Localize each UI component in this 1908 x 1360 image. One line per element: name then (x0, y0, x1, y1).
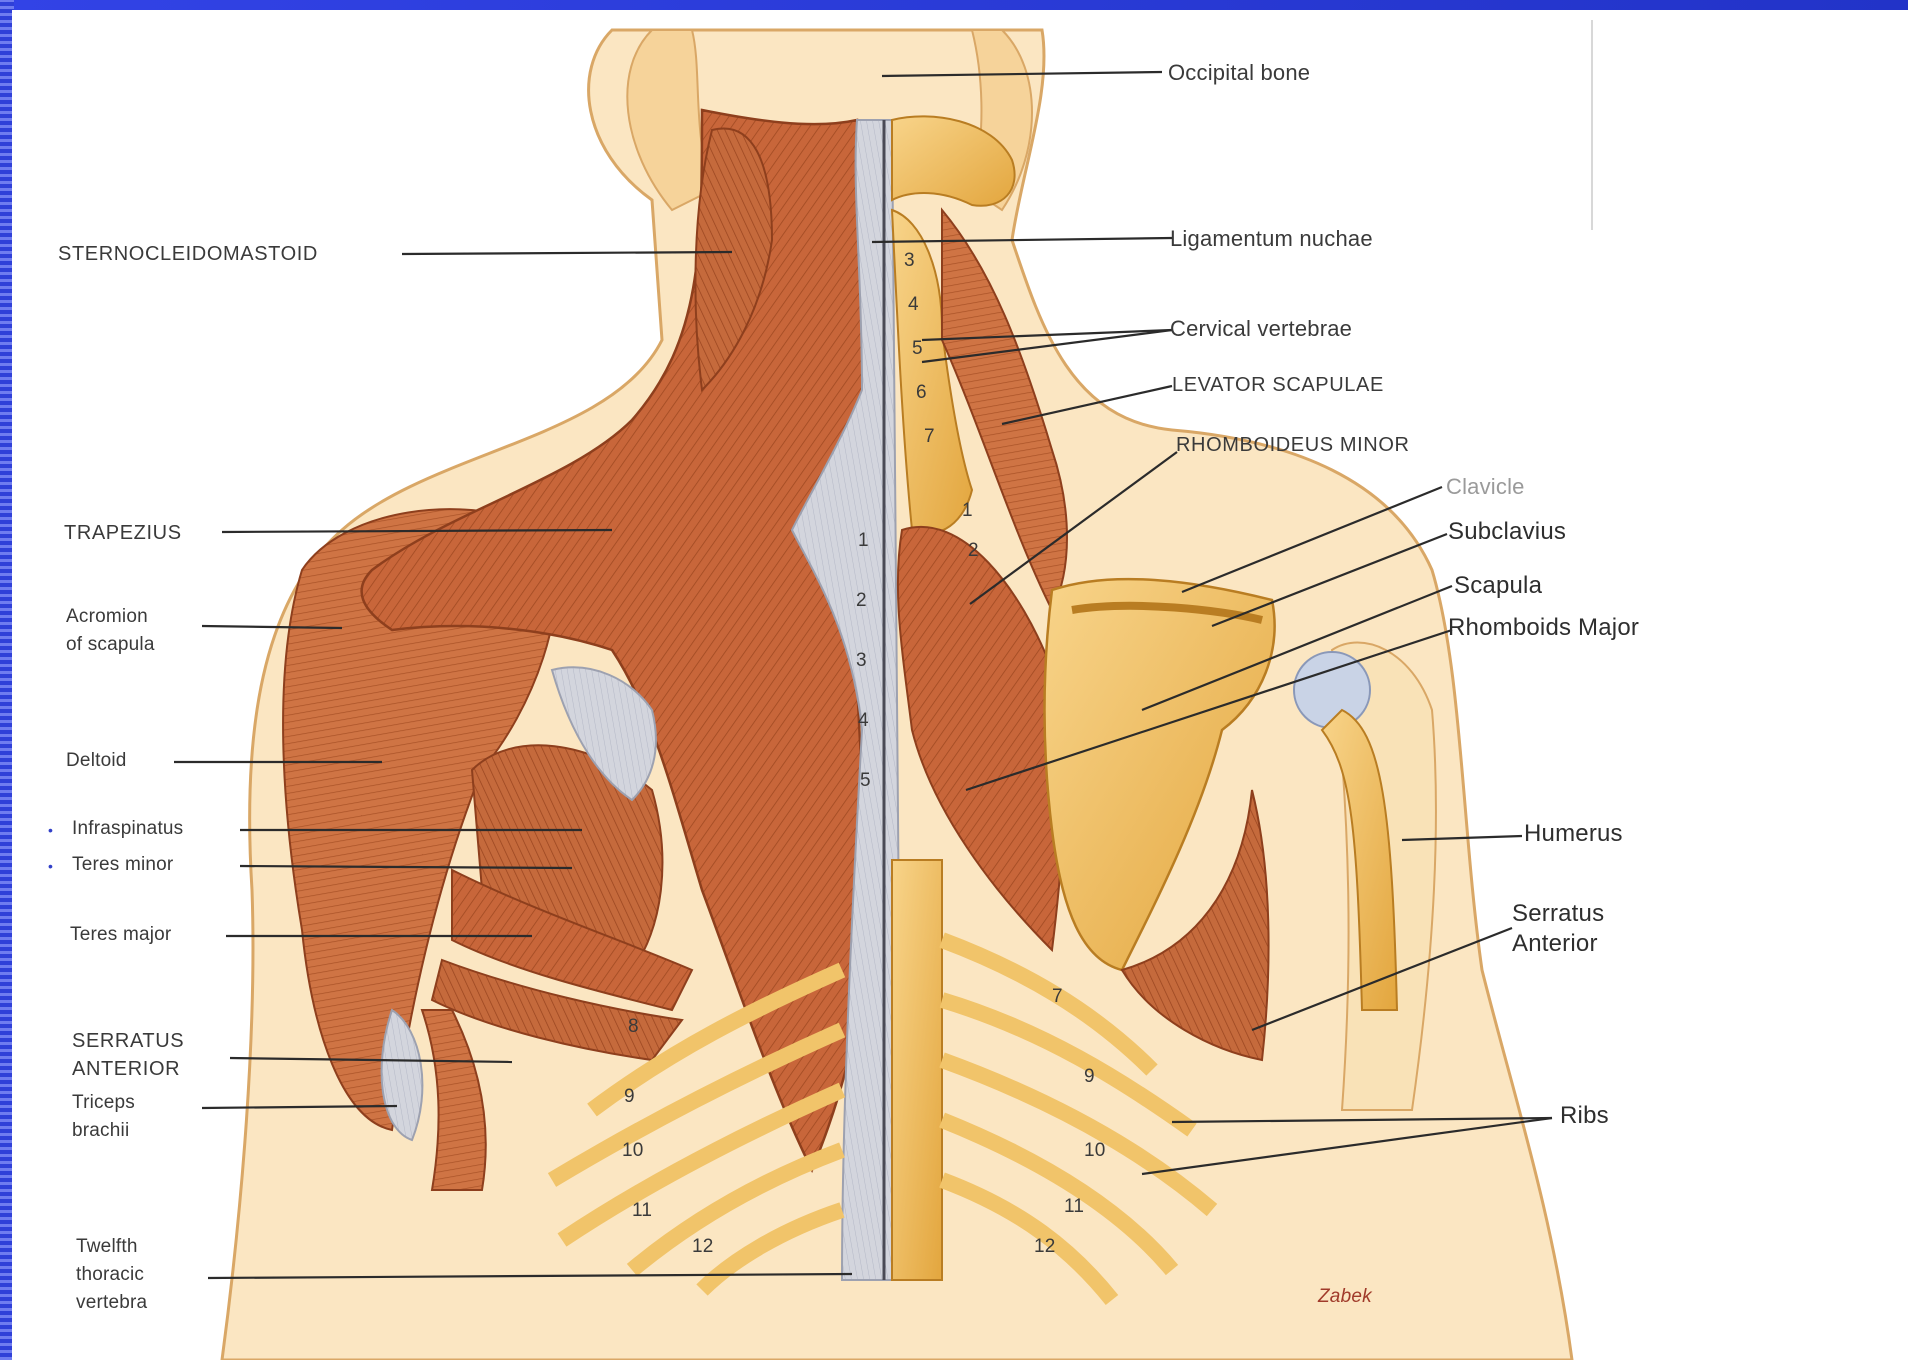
label-humerus: Humerus (1524, 820, 1623, 848)
marker-dot: • (48, 822, 53, 838)
label-acromion-2: of scapula (66, 634, 155, 656)
label-subclavius: Subclavius (1448, 518, 1566, 546)
label-ribs: Ribs (1560, 1102, 1609, 1130)
rib-number: 12 (692, 1236, 714, 1258)
thoracic-spine (892, 860, 942, 1280)
vertebra-number: 2 (968, 540, 979, 562)
vertebra-number: 1 (858, 530, 869, 552)
label-triceps-2: brachii (72, 1120, 129, 1142)
label-infraspinatus: Infraspinatus (72, 818, 183, 840)
label-serratus-anterior-left-1: SERRATUS (72, 1030, 184, 1053)
label-serratus-anterior-right-1: Serratus (1512, 900, 1604, 928)
rib-number: 10 (622, 1140, 644, 1162)
vertebra-number: 4 (908, 294, 919, 316)
artist-signature: Zabek (1318, 1286, 1372, 1308)
vertebra-number: 4 (858, 710, 869, 732)
label-trapezius: TRAPEZIUS (64, 522, 182, 545)
label-clavicle: Clavicle (1446, 474, 1525, 500)
vertebra-number: 7 (924, 426, 935, 448)
vertebra-number: 6 (916, 382, 927, 404)
label-sternocleidomastoid: STERNOCLEIDOMASTOID (58, 243, 318, 266)
rib-number: 9 (1084, 1066, 1095, 1088)
anatomy-illustration (12, 10, 1908, 1360)
rib-number: 9 (624, 1086, 635, 1108)
label-triceps-1: Triceps (72, 1092, 135, 1114)
rib-number: 12 (1034, 1236, 1056, 1258)
label-scapula: Scapula (1454, 572, 1542, 600)
label-rhomboideus-minor: RHOMBOIDEUS MINOR (1176, 434, 1410, 457)
label-cervical-vertebrae: Cervical vertebrae (1170, 316, 1352, 342)
vertebra-number: 5 (860, 770, 871, 792)
vertebra-number: 5 (912, 338, 923, 360)
rib-number: 7 (1052, 986, 1063, 1008)
vertebra-number: 1 (962, 500, 973, 522)
label-teres-minor: Teres minor (72, 854, 173, 876)
anatomy-canvas: 3 4 5 6 7 1 2 3 4 5 1 2 8 9 10 11 12 7 9… (12, 10, 1908, 1360)
label-twelfth-3: vertebra (76, 1292, 147, 1314)
rib-number: 11 (1064, 1196, 1084, 1218)
label-acromion-1: Acromion (66, 606, 148, 628)
label-occipital-bone: Occipital bone (1168, 60, 1310, 86)
marker-dot: • (48, 858, 53, 874)
label-serratus-anterior-left-2: ANTERIOR (72, 1058, 180, 1081)
vertebra-number: 2 (856, 590, 867, 612)
rib-number: 10 (1084, 1140, 1106, 1162)
label-rhomboids-major: Rhomboids Major (1448, 614, 1639, 642)
vertebra-number: 3 (904, 250, 915, 272)
label-levator-scapulae: LEVATOR SCAPULAE (1172, 374, 1384, 397)
rib-number: 11 (632, 1200, 652, 1222)
label-serratus-anterior-right-2: Anterior (1512, 930, 1598, 958)
label-twelfth-1: Twelfth (76, 1236, 138, 1258)
label-twelfth-2: thoracic (76, 1264, 144, 1286)
label-ligamentum-nuchae: Ligamentum nuchae (1170, 226, 1373, 252)
rib-number: 8 (628, 1016, 639, 1038)
label-deltoid: Deltoid (66, 750, 127, 772)
vertebra-number: 3 (856, 650, 867, 672)
label-teres-major: Teres major (70, 924, 171, 946)
